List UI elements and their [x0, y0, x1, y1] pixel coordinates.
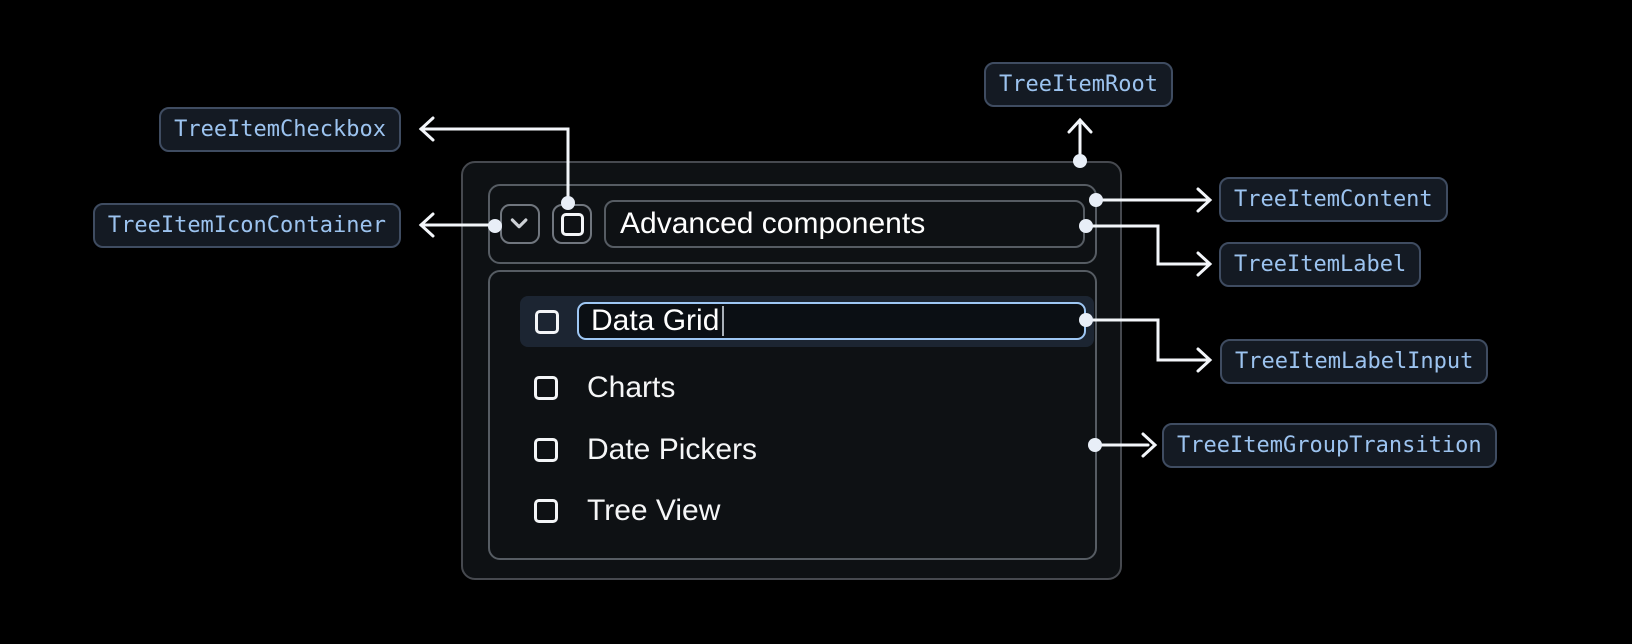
tree-item-group-transition: Data Grid Charts Date Pickers Tree View — [488, 270, 1097, 560]
tree-child-row[interactable]: Date Pickers — [534, 426, 757, 474]
arrowhead-right-icon — [1196, 347, 1213, 373]
chevron-down-icon — [510, 218, 528, 229]
annotation-text: TreeItemGroupTransition — [1177, 433, 1482, 458]
annotation-chip-tree-item-label: TreeItemLabel — [1219, 242, 1422, 287]
arrowhead-up-icon — [1067, 117, 1093, 134]
annotation-chip-tree-item-group-transition: TreeItemGroupTransition — [1162, 423, 1497, 468]
tree-child-label: Charts — [587, 371, 676, 404]
arrowhead-left-icon — [418, 212, 435, 238]
annotation-text: TreeItemRoot — [999, 72, 1158, 97]
annotation-text: TreeItemContent — [1234, 187, 1433, 212]
tree-item-checkbox[interactable] — [552, 204, 592, 244]
tree-item-root: Advanced components Data Grid Charts Dat… — [461, 161, 1122, 580]
annotation-chip-tree-item-root: TreeItemRoot — [984, 62, 1173, 107]
tree-item-icon-container[interactable] — [500, 204, 540, 244]
arrowhead-right-icon — [1196, 251, 1213, 277]
annotation-text: TreeItemCheckbox — [174, 117, 386, 142]
tree-child-row[interactable]: Tree View — [534, 487, 720, 535]
tree-item-label[interactable]: Advanced components — [604, 200, 1085, 248]
checkbox-unchecked-icon[interactable] — [535, 309, 559, 334]
arrowhead-left-icon — [418, 116, 435, 142]
checkbox-unchecked-icon[interactable] — [534, 499, 558, 523]
checkbox-unchecked-icon[interactable] — [534, 376, 558, 400]
tree-item-content[interactable]: Advanced components — [488, 184, 1097, 264]
checkbox-unchecked-icon[interactable] — [534, 438, 558, 462]
annotation-text: TreeItemLabel — [1234, 252, 1407, 277]
tree-child-row-editing[interactable]: Data Grid — [520, 296, 1094, 347]
arrowhead-right-icon — [1196, 187, 1213, 213]
arrowhead-right-icon — [1141, 432, 1158, 458]
annotation-chip-tree-item-icon-container: TreeItemIconContainer — [92, 203, 401, 248]
tree-item-label-text: Advanced components — [620, 207, 926, 240]
annotation-chip-tree-item-label-input: TreeItemLabelInput — [1220, 339, 1489, 384]
tree-child-label: Date Pickers — [587, 433, 758, 466]
tree-child-row[interactable]: Charts — [534, 364, 675, 412]
annotation-chip-tree-item-checkbox: TreeItemCheckbox — [159, 107, 401, 152]
annotation-text: TreeItemIconContainer — [107, 213, 386, 238]
tree-item-label-input[interactable]: Data Grid — [577, 302, 1086, 340]
checkbox-unchecked-icon — [560, 212, 584, 236]
annotation-text: TreeItemLabelInput — [1235, 349, 1474, 374]
text-caret — [722, 306, 725, 336]
annotation-chip-tree-item-content: TreeItemContent — [1219, 177, 1448, 222]
label-input-value: Data Grid — [591, 304, 720, 337]
tree-child-label: Tree View — [587, 494, 721, 527]
